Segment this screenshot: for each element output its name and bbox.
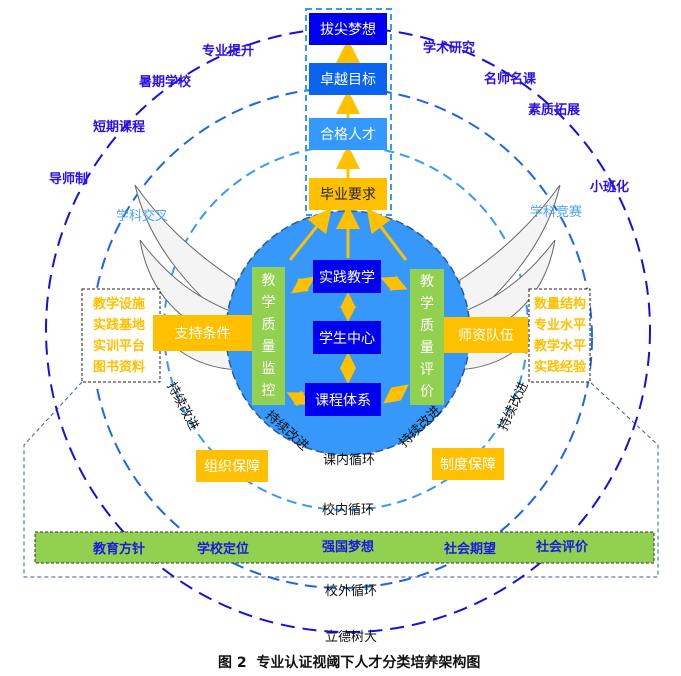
support-item: 图书资料 [93, 360, 146, 375]
practice-teaching: 实践教学 [313, 260, 381, 293]
band-item: 社会评价 [536, 540, 589, 555]
bar-char: 价 [420, 384, 434, 400]
double-arrows [286, 275, 409, 407]
outer-loop-circle [45, 27, 651, 633]
outer-label: 导师制 [49, 172, 89, 187]
support-items: 教学设施 实践基地 实训平台 图书资料 [93, 294, 145, 378]
outer-label: 素质拓展 [528, 103, 581, 118]
quality-evaluation-bar: 教学质量评价 [410, 269, 444, 405]
outer-label: 小班化 [590, 180, 630, 195]
bar-char: 监 [261, 361, 276, 377]
outer-loop-label: 立德树大 [325, 630, 378, 645]
band-item: 强国梦想 [322, 540, 375, 555]
band-item: 教育方针 [93, 542, 146, 557]
faculty-item: 数量结构 [534, 297, 587, 312]
in-school-loop-label: 校内循环 [322, 503, 375, 518]
outer-label: 名师名课 [484, 72, 537, 87]
bar-char: 学 [261, 295, 276, 311]
figure-caption: 图 2 专业认证视阈下人才分类培养架构图 [218, 655, 481, 671]
inner-label: 学科竞赛 [530, 205, 583, 220]
support-item: 实训平台 [93, 339, 146, 354]
in-class-loop-label: 课内循环 [323, 453, 376, 468]
goal-qualified: 合格人才 [309, 118, 387, 150]
bar-char: 评 [420, 362, 434, 378]
upward-arrows [288, 39, 408, 261]
out-school-loop-label: 校外循环 [325, 584, 378, 599]
faculty-item: 专业水平 [534, 318, 587, 333]
outer-label: 短期课程 [93, 120, 146, 135]
outer-label: 专业提升 [202, 44, 255, 59]
support-item: 实践基地 [93, 318, 146, 333]
bar-char: 量 [261, 339, 276, 355]
bar-char: 控 [261, 383, 276, 399]
bar-char: 质 [261, 317, 276, 333]
goal-graduation-requirements: 毕业要求 [309, 178, 387, 210]
outer-frame [23, 381, 659, 578]
organizational-guarantee: 组织保障 [196, 450, 268, 482]
goal-top-talent: 拔尖梦想 [309, 13, 387, 45]
goal-excellent: 卓越目标 [309, 63, 387, 95]
curriculum-system: 课程体系 [305, 383, 381, 416]
faculty-item: 实践经验 [534, 360, 587, 375]
faculty-items: 数量结构 专业水平 教学水平 实践经验 [534, 294, 586, 378]
support-item: 教学设施 [93, 297, 146, 312]
bar-char: 量 [420, 340, 434, 356]
outer-label: 暑期学校 [139, 75, 192, 90]
institutional-guarantee: 制度保障 [432, 448, 504, 480]
support-items-frame [81, 288, 161, 383]
bar-char: 教 [420, 274, 434, 290]
outer-label: 学术研究 [423, 41, 476, 56]
context-band [34, 531, 655, 564]
band-item: 学校定位 [197, 542, 250, 557]
faculty-item: 教学水平 [534, 339, 587, 354]
faculty-team: 师资队伍 [444, 317, 528, 353]
inner-label: 学科交叉 [116, 209, 169, 224]
quality-monitoring-bar: 教学质量监控 [252, 267, 285, 405]
band-item: 社会期望 [444, 542, 497, 557]
faculty-items-frame [528, 288, 591, 383]
bar-char: 质 [420, 318, 434, 334]
bar-char: 教 [261, 273, 276, 289]
support-conditions: 支持条件 [153, 315, 252, 351]
student-centered: 学生中心 [313, 321, 381, 354]
bar-char: 学 [420, 296, 434, 312]
